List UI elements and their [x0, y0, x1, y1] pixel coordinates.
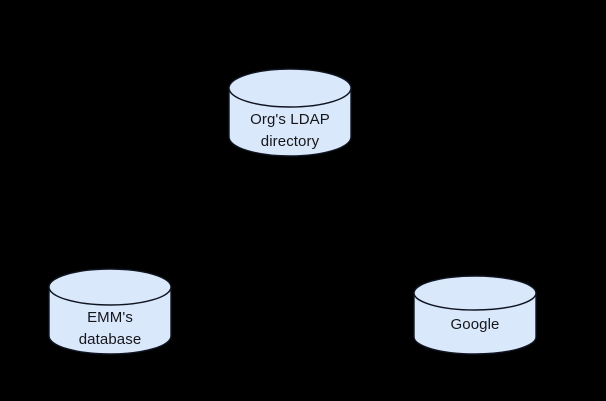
node-org-ldap-directory[interactable]: Org's LDAP directory — [228, 68, 352, 157]
node-emm-database[interactable]: EMM's database — [48, 268, 172, 355]
cylinder-shape-google — [413, 275, 537, 355]
cylinder-shape-emm — [48, 268, 172, 355]
node-google[interactable]: Google — [413, 275, 537, 355]
cylinder-shape-ldap — [228, 68, 352, 157]
